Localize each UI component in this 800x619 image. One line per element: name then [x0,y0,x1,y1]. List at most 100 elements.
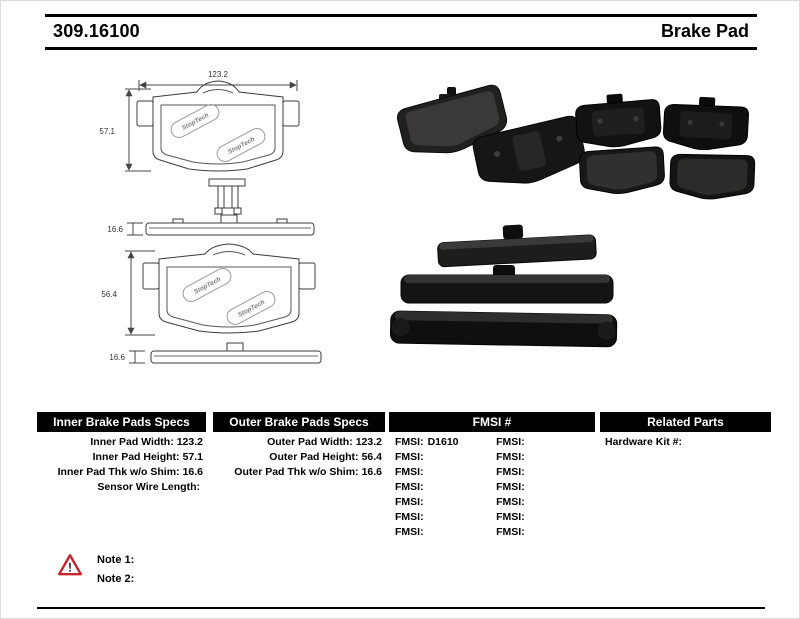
top-rule [45,14,757,17]
fmsi-cell: FMSI: [496,435,595,450]
fmsi-cell: FMSI: [496,495,595,510]
dimension-outer-height: 56.4 [101,250,155,336]
fmsi-row: FMSI: FMSI: [389,465,595,480]
spec-label: Outer Pad Thk w/o Shim: [234,466,359,478]
product-photos [389,84,756,348]
inner-specs-table: Inner Brake Pads Specs Inner Pad Width:1… [37,412,206,495]
fmsi-cell: FMSI: [496,525,595,540]
related-parts-rows: Hardware Kit #: [600,432,771,450]
fmsi-cell: FMSI: [389,495,496,510]
spec-label: Inner Pad Thk w/o Shim: [57,466,180,478]
fmsi-label: FMSI: [395,481,424,493]
watermark-text: StopTech [237,299,266,319]
spec-label: Inner Pad Width: [90,436,174,448]
pad-clip-detail-drawing [208,178,246,215]
fmsi-label: FMSI: [395,526,424,538]
spec-label: Hardware Kit #: [605,436,683,448]
fmsi-label: FMSI: [496,451,525,463]
fmsi-header: FMSI # [389,412,595,432]
fmsi-label: FMSI: [395,511,424,523]
spec-value: 123.2 [355,436,382,448]
fmsi-row: FMSI: FMSI: [389,510,595,525]
note-lines: Note 1: Note 2: [97,551,134,589]
fmsi-cell: FMSI: [496,465,595,480]
photo-pads-stacked-edge-view [389,224,618,348]
dimension-inner-thickness: 16.6 [107,222,143,236]
warning-icon: ! [57,554,83,576]
note-2: Note 2: [97,573,135,585]
fmsi-cell: FMSI: [389,465,496,480]
spec-row: Outer Pad Height:56.4 [213,450,385,465]
outer-pad-thickness-label: 16.6 [109,353,125,362]
dimension-outer-thickness: 16.6 [109,350,145,364]
fmsi-row: FMSI: FMSI: [389,495,595,510]
fmsi-table: FMSI # FMSI:D1610 FMSI: FMSI: FMSI: FMSI… [389,412,595,540]
fmsi-cell: FMSI: [389,525,496,540]
header-rule [45,47,757,50]
outer-specs-rows: Outer Pad Width:123.2 Outer Pad Height:5… [213,432,385,480]
fmsi-row: FMSI: FMSI: [389,525,595,540]
fmsi-row: FMSI:D1610 FMSI: [389,435,595,450]
inner-pad-edge-view-drawing [145,214,315,236]
fmsi-label: FMSI: [395,451,424,463]
inner-pad-width-label: 123.2 [208,70,229,79]
spec-value: 123.2 [176,436,203,448]
fmsi-label: FMSI: [496,466,525,478]
inner-specs-header: Inner Brake Pads Specs [37,412,206,432]
svg-text:!: ! [68,561,72,575]
part-number: 309.16100 [53,21,140,41]
note-1: Note 1: [97,554,135,566]
related-parts-header: Related Parts [600,412,771,432]
fmsi-cell: FMSI: [496,450,595,465]
stoptech-watermark: StopTech [216,128,266,162]
fmsi-cell: FMSI: [389,510,496,525]
fmsi-cell: FMSI: [496,510,595,525]
watermark-text: StopTech [193,276,222,296]
fmsi-cell: FMSI: [389,480,496,495]
spec-row: Sensor Wire Length: [37,480,206,495]
technical-drawing: StopTech StopTech 123.2 57.1 [99,70,322,364]
related-parts-table: Related Parts Hardware Kit #: [600,412,771,450]
inner-pad-thickness-label: 16.6 [107,225,123,234]
spec-row: Outer Pad Thk w/o Shim:16.6 [213,465,385,480]
fmsi-rows: FMSI:D1610 FMSI: FMSI: FMSI: FMSI: FMSI:… [389,432,595,540]
spec-label: Inner Pad Height: [92,451,180,463]
inner-pad-height-label: 57.1 [99,127,115,136]
stoptech-watermark: StopTech [182,268,232,302]
fmsi-label: FMSI: [496,511,525,523]
fmsi-label: FMSI: [496,526,525,538]
bottom-rule [37,607,765,609]
fmsi-cell: FMSI: [389,450,496,465]
inner-pad-front-view-drawing [136,80,300,172]
fmsi-cell: FMSI: [496,480,595,495]
spec-row: Hardware Kit #: [600,435,771,450]
photo-pads-set-of-four [575,93,756,200]
spec-row: Outer Pad Width:123.2 [213,435,385,450]
spec-row: Inner Pad Height:57.1 [37,450,206,465]
fmsi-label: FMSI: [496,436,525,448]
fmsi-label: FMSI: [395,496,424,508]
spec-label: Sensor Wire Length: [97,481,200,493]
fmsi-label: FMSI: [496,481,525,493]
fmsi-label: FMSI: [395,436,424,448]
outer-pad-height-label: 56.4 [101,290,117,299]
stoptech-watermark: StopTech [170,104,220,138]
dimension-inner-height: 57.1 [99,88,151,172]
watermark-text: StopTech [227,136,256,156]
notes-section: ! Note 1: Note 2: [57,551,134,589]
spec-value: 56.4 [361,451,382,463]
fmsi-value: D1610 [427,436,459,448]
spec-row: Inner Pad Width:123.2 [37,435,206,450]
outer-pad-edge-view-drawing [150,342,322,364]
spec-value: 57.1 [182,451,203,463]
watermark-text: StopTech [181,112,210,132]
outer-specs-table: Outer Brake Pads Specs Outer Pad Width:1… [213,412,385,480]
fmsi-row: FMSI: FMSI: [389,450,595,465]
spec-label: Outer Pad Width: [267,436,353,448]
spec-row: Inner Pad Thk w/o Shim:16.6 [37,465,206,480]
fmsi-label: FMSI: [496,496,525,508]
spec-value: 16.6 [182,466,203,478]
outer-pad-front-view-drawing [142,243,316,334]
inner-specs-rows: Inner Pad Width:123.2 Inner Pad Height:5… [37,432,206,495]
